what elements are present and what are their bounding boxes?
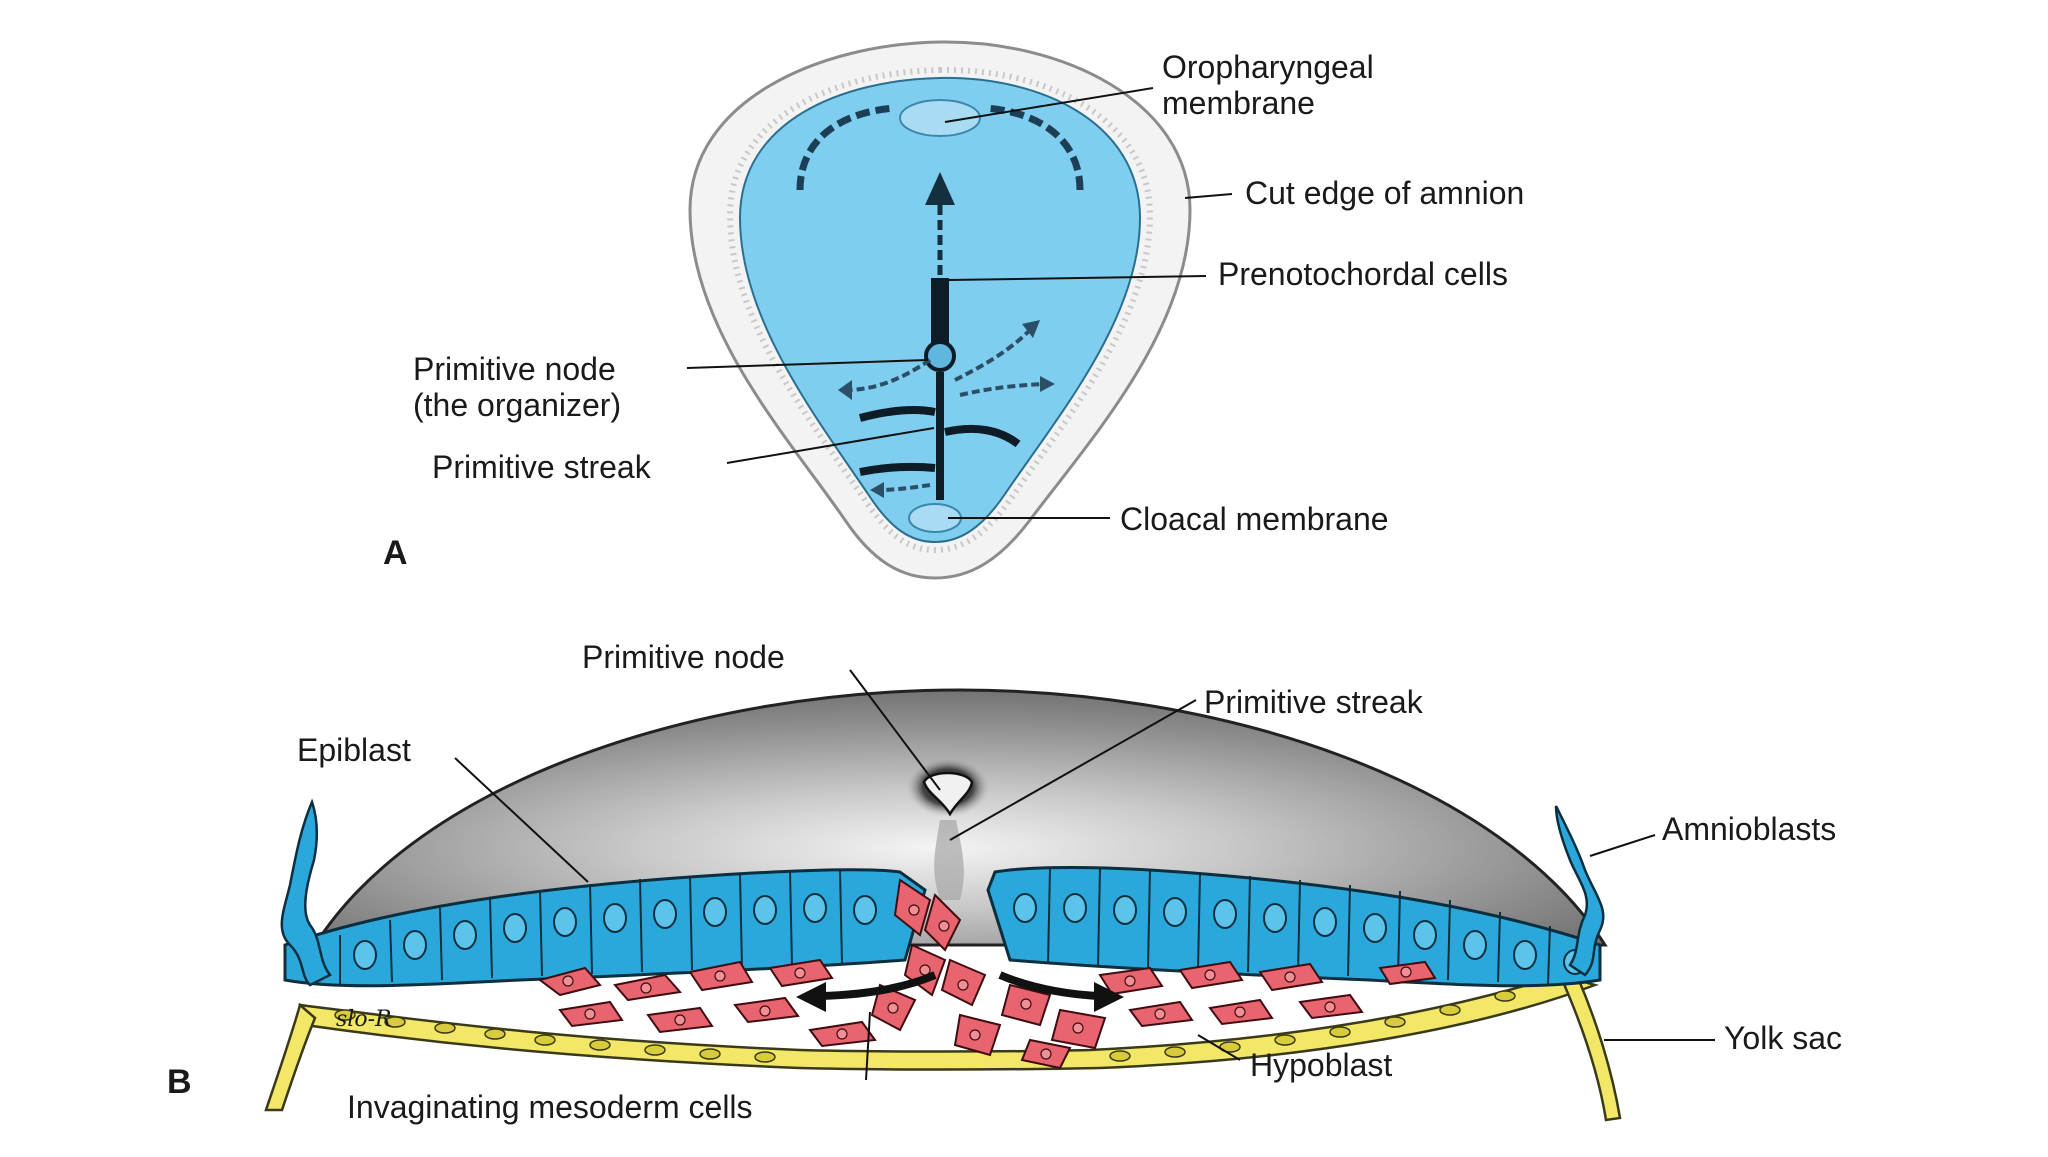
lateral-arrow-upper-left (844, 358, 932, 392)
artist-signature: slo-R (336, 1007, 392, 1032)
leader-primitive-streak-a (726, 427, 935, 464)
panel-letter-a: A (383, 534, 408, 572)
mesoderm-migration-arrow-left-head (796, 982, 826, 1012)
primitive-groove (934, 820, 964, 900)
lateral-arrow-upper-right-head (1022, 320, 1040, 338)
leader-primitive-node-b (849, 669, 941, 791)
epiblast-cell-boundaries (339, 867, 1551, 985)
lateral-arrow-right-head (1040, 376, 1055, 392)
panel-b-leader-lines (454, 669, 1715, 1081)
cranial-migration-arrow-left (796, 104, 896, 191)
amnion-inner-edge (726, 66, 1154, 554)
panel-a-labels: Oropharyngeal membrane Cut edge of amnio… (383, 49, 1524, 572)
leader-primitive-node-a (686, 359, 929, 369)
leader-primitive-streak-b (949, 699, 1197, 841)
oropharyngeal-membrane (899, 99, 981, 137)
label-hypoblast: Hypoblast (1250, 1047, 1392, 1083)
label-yolk-sac: Yolk sac (1724, 1020, 1842, 1056)
cranial-migration-arrow-right (984, 104, 1084, 191)
primitive-streak-a (936, 372, 944, 500)
amnioblasts-right (1554, 805, 1605, 977)
hypoblast-layer (298, 973, 1599, 1071)
panel-letter-b: B (167, 1063, 192, 1101)
leader-amnioblasts (1589, 834, 1656, 857)
leader-epiblast (454, 757, 589, 883)
yolk-sac-right-wall (1557, 973, 1622, 1122)
lateral-arrow-upper-left-head (838, 380, 852, 400)
leader-cut-edge-amnion (1184, 193, 1233, 199)
label-cloacal-membrane: Cloacal membrane (1120, 501, 1389, 537)
label-oropharyngeal-line1: Oropharyngeal (1162, 49, 1374, 85)
mesoderm-migration-left-lower (859, 462, 936, 476)
leader-invaginating (865, 1011, 871, 1081)
amnioblasts-left (280, 798, 332, 987)
mesoderm-migration-arrow-left (819, 971, 937, 1000)
label-prenotochordal-cells: Prenotochordal cells (1218, 256, 1508, 292)
mesoderm-migration-left-upper (858, 406, 936, 422)
label-epiblast: Epiblast (297, 732, 411, 768)
prenotochordal-cells (931, 278, 949, 358)
primitive-node-a (924, 340, 956, 372)
label-primitive-node-a-line2: (the organizer) (413, 387, 621, 423)
label-invaginating-mesoderm: Invaginating mesoderm cells (347, 1089, 753, 1125)
notochord-arrow-head (925, 172, 955, 205)
leader-prenotochordal (948, 275, 1207, 281)
panel-b-cross-section: slo-R (264, 688, 1622, 1122)
label-primitive-streak-b: Primitive streak (1204, 684, 1424, 720)
label-oropharyngeal-line2: membrane (1162, 85, 1315, 121)
label-primitive-streak-a: Primitive streak (432, 449, 652, 485)
yolk-sac-left-wall (264, 1002, 317, 1112)
panel-a-embryo-dorsal-view (688, 40, 1192, 580)
label-primitive-node-a-line1: Primitive node (413, 351, 616, 387)
label-primitive-node-b: Primitive node (582, 639, 785, 675)
mesoderm-nuclei (562, 904, 1412, 1060)
leader-hypoblast (1197, 1034, 1241, 1061)
panel-b-labels: Primitive node Primitive streak Epiblast… (167, 639, 1842, 1125)
label-cut-edge-amnion: Cut edge of amnion (1245, 175, 1524, 211)
lateral-arrow-lower-left-head (870, 482, 884, 498)
mesoderm-migration-arrow-right-head (1094, 982, 1124, 1012)
hypoblast-nuclei (334, 990, 1516, 1063)
leader-oropharyngeal (944, 87, 1154, 123)
mesoderm-migration-right-upper (944, 424, 1021, 448)
panel-a-leader-lines (686, 87, 1233, 519)
lateral-arrow-right (959, 382, 1046, 397)
label-amnioblasts: Amnioblasts (1662, 811, 1836, 847)
mesoderm-migration-arrow-right (998, 971, 1101, 1000)
